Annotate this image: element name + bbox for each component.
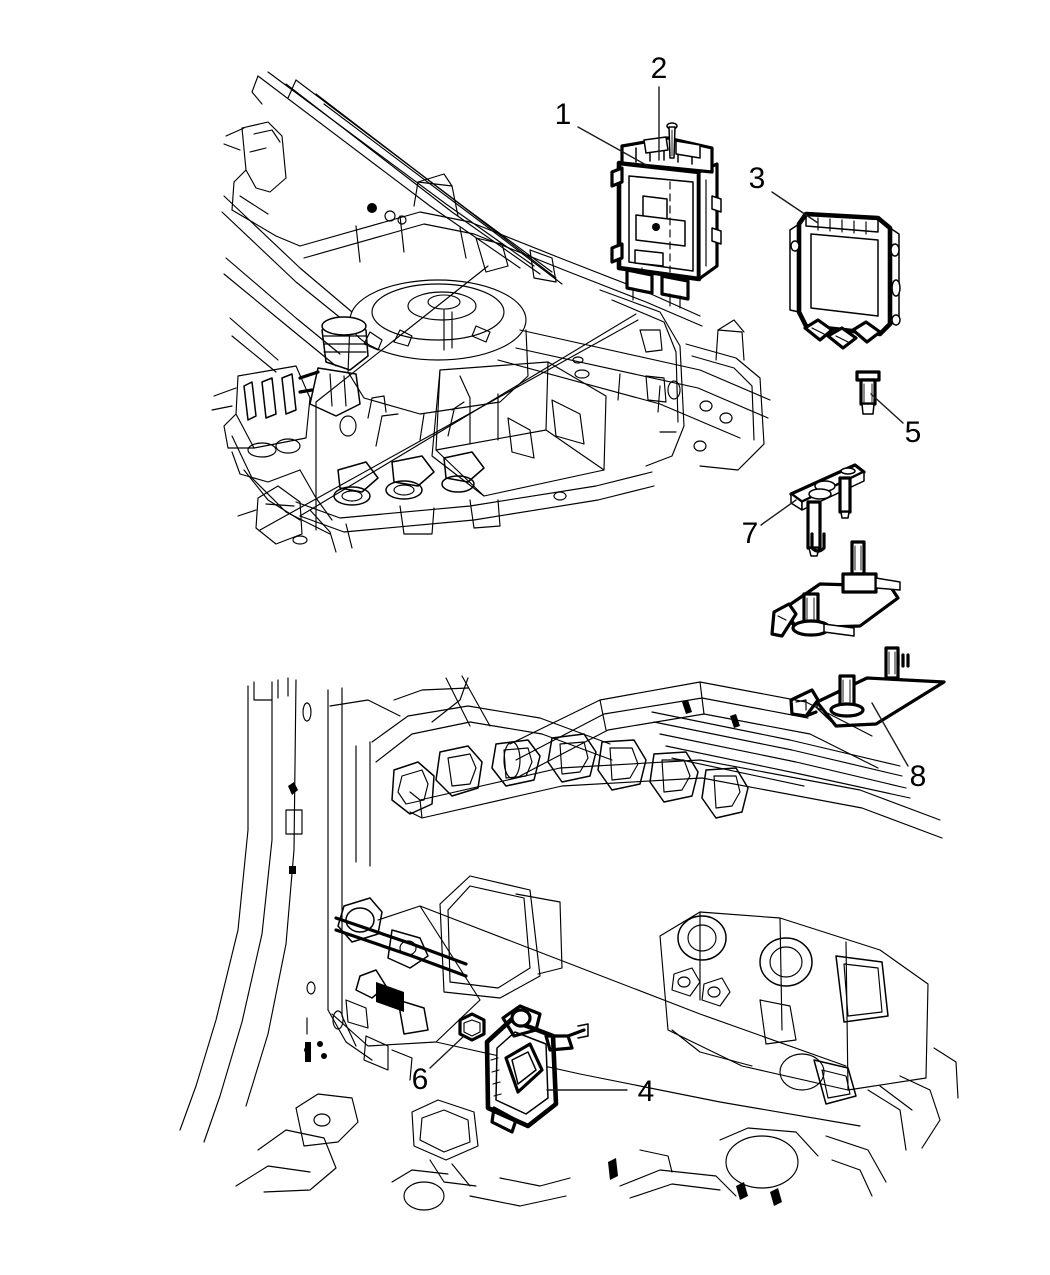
- strut-tower: [347, 279, 529, 415]
- callout-7-leader: [760, 499, 797, 526]
- airbox-tray: [431, 361, 607, 497]
- callout-6-label: 6: [412, 1063, 429, 1096]
- callout-8: 8: [871, 702, 927, 793]
- callout-3-label: 3: [749, 162, 766, 195]
- middle-bracket-assembly: [770, 532, 910, 668]
- callout-5-leader: [870, 393, 904, 424]
- part-2-screw: [666, 122, 678, 159]
- radiator-support-beam: [299, 173, 703, 327]
- hose-clamps: [391, 733, 749, 819]
- callout-1-leader: [577, 126, 649, 167]
- callout-5: 5: [870, 393, 922, 449]
- left-inner-fender: [223, 121, 301, 247]
- part-5-bolt: [855, 370, 881, 415]
- callout-6-leader: [429, 1035, 465, 1069]
- lower-crossmember-harness: [295, 395, 655, 533]
- brake-master-cylinder: [298, 316, 369, 417]
- right-frame-rail: [599, 289, 765, 471]
- heat-shield-plate: [439, 875, 563, 999]
- callout-2-label: 2: [651, 52, 668, 85]
- pcm-harness-strands: [259, 265, 643, 531]
- part-7-support-bracket: [789, 463, 866, 557]
- callout-5-label: 5: [905, 416, 922, 449]
- callout-7-label: 7: [742, 517, 759, 550]
- callout-4: 4: [546, 1075, 655, 1108]
- upper-harness-hoses: [329, 675, 613, 763]
- connector-cluster: [334, 897, 468, 1081]
- part-4-transmission-control-module: [484, 1004, 589, 1134]
- lower-bracket-center: [391, 1099, 571, 1211]
- callout-1-label: 1: [555, 98, 572, 131]
- part-3-bracket: [789, 211, 901, 350]
- callout-1: 1: [555, 98, 649, 167]
- callout-layer: 1 2 3 4 5 6: [412, 52, 927, 1108]
- abs-hydraulic-unit: [211, 365, 311, 483]
- part-6-nut: [458, 1012, 486, 1042]
- callout-8-label: 8: [910, 760, 927, 793]
- callout-6: 6: [412, 1035, 465, 1096]
- firewall-panel: [327, 687, 373, 1061]
- callout-7: 7: [742, 499, 797, 550]
- callout-3: 3: [749, 162, 819, 224]
- part-8-mounting-plate-bracket: [789, 646, 946, 728]
- callout-2: 2: [651, 52, 668, 161]
- lower-right-components: [608, 1047, 959, 1206]
- callout-8-leader: [871, 702, 909, 767]
- cylinder-head: [659, 911, 929, 1151]
- upper-side-rail: [497, 329, 771, 439]
- subframe-bottom-left: [237, 485, 567, 553]
- callout-3-leader: [771, 191, 819, 224]
- upper-view-engine-compartment: [211, 71, 946, 728]
- front-structure-rails: [221, 195, 353, 373]
- hood-rails: [251, 71, 563, 285]
- left-cowl-pillar: [179, 677, 359, 1193]
- part-1-powertrain-control-module: [610, 136, 722, 309]
- lower-view-engine-bay: [179, 675, 959, 1211]
- callout-4-label: 4: [638, 1075, 655, 1108]
